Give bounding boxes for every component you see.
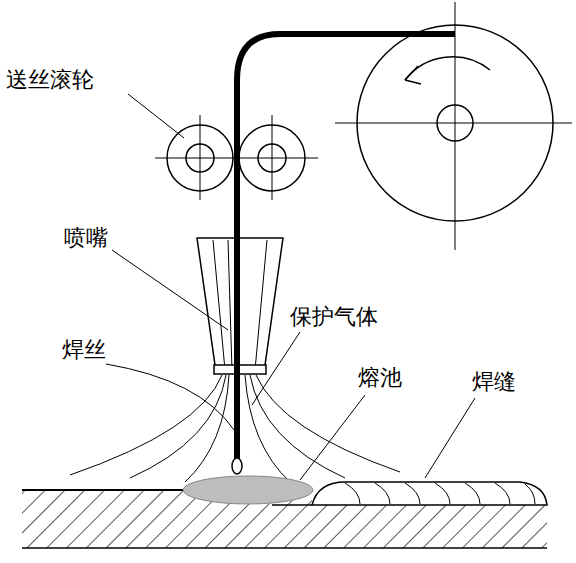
part-label: 喷嘴	[62, 226, 110, 250]
weld-bead	[312, 482, 547, 505]
nozzle	[197, 236, 283, 440]
part-label: 保护气体	[288, 305, 380, 329]
part-label: 送丝滚轮	[4, 68, 96, 92]
part-label: 焊缝	[470, 370, 518, 394]
leader-lines	[106, 94, 475, 480]
wire-spool	[335, 2, 572, 250]
shielding-gas	[70, 375, 400, 482]
part-label: 焊丝	[60, 338, 108, 362]
weld-pool	[183, 476, 313, 504]
droplet	[232, 458, 242, 474]
part-label: 熔池	[356, 366, 404, 390]
